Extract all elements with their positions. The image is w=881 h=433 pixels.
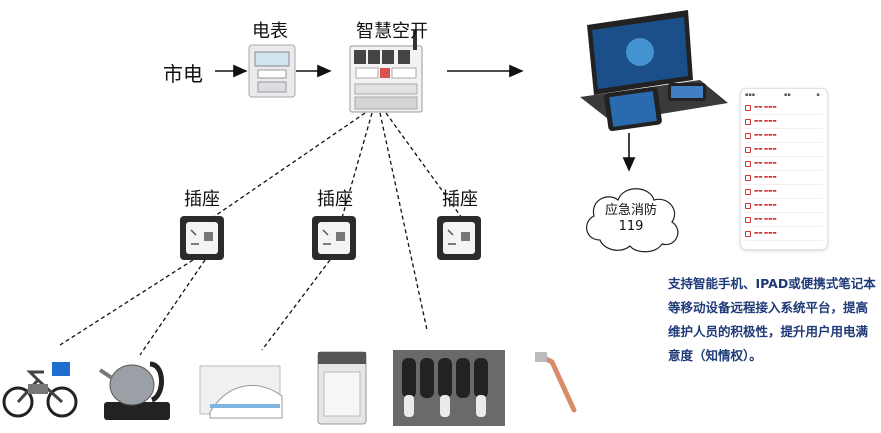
alarm-row: ▬▬ ▬▬▬ bbox=[745, 143, 823, 157]
electric-meter-icon bbox=[248, 44, 296, 98]
alarm-row: ▬▬ ▬▬▬ bbox=[745, 157, 823, 171]
socket-label-3: 插座 bbox=[442, 189, 478, 210]
fire-line-2: 119 bbox=[618, 219, 644, 234]
cloud-icon bbox=[586, 188, 679, 253]
phone-header: ▪▪▪ ·▪▪▪ · bbox=[745, 92, 823, 98]
grid-power-label: 市电 bbox=[163, 62, 203, 86]
mobile-app-screen: ▪▪▪ ·▪▪▪ · ▬▬ ▬▬▬ ▬▬ ▬▬▬ ▬▬ ▬▬▬ ▬▬ ▬▬▬ ▬… bbox=[740, 88, 828, 250]
fire-line-1: 应急消防 bbox=[604, 203, 657, 218]
emergency-fire-label: 应急消防 119 bbox=[596, 203, 666, 235]
electric-bike-icon bbox=[2, 362, 78, 418]
alarm-row: ▬▬ ▬▬▬ bbox=[745, 227, 823, 241]
circuit-breaker-icon bbox=[349, 30, 423, 113]
socket-label-2: 插座 bbox=[317, 189, 353, 210]
alarm-row: ▬▬ ▬▬▬ bbox=[745, 185, 823, 199]
alarm-row: ▬▬ ▬▬▬ bbox=[745, 129, 823, 143]
washing-machine-icon bbox=[317, 351, 367, 425]
smart-breaker-label: 智慧空开 bbox=[356, 21, 428, 42]
hair-dryer-icon bbox=[393, 350, 505, 426]
socket-label-1: 插座 bbox=[184, 189, 220, 210]
wall-socket-2 bbox=[312, 216, 356, 260]
wall-socket-3 bbox=[437, 216, 481, 260]
alarm-row: ▬▬ ▬▬▬ bbox=[745, 199, 823, 213]
alarm-row: ▬▬ ▬▬▬ bbox=[745, 171, 823, 185]
alarm-row: ▬▬ ▬▬▬ bbox=[745, 115, 823, 129]
alarm-row: ▬▬ ▬▬▬ bbox=[745, 101, 823, 115]
description-text: 支持智能手机、IPAD或便携式笔记本等移动设备远程接入系统平台，提高维护人员的积… bbox=[668, 276, 876, 363]
wall-socket-1 bbox=[180, 216, 224, 260]
meter-label: 电表 bbox=[252, 21, 288, 42]
air-conditioner-icon bbox=[199, 365, 283, 419]
alarm-row: ▬▬ ▬▬▬ bbox=[745, 213, 823, 227]
immersion-heater-icon bbox=[535, 352, 577, 413]
smartphone-icon bbox=[668, 83, 706, 101]
kettle-icon bbox=[98, 361, 170, 420]
tablet-icon bbox=[604, 86, 662, 132]
dashed-wires bbox=[59, 112, 463, 356]
